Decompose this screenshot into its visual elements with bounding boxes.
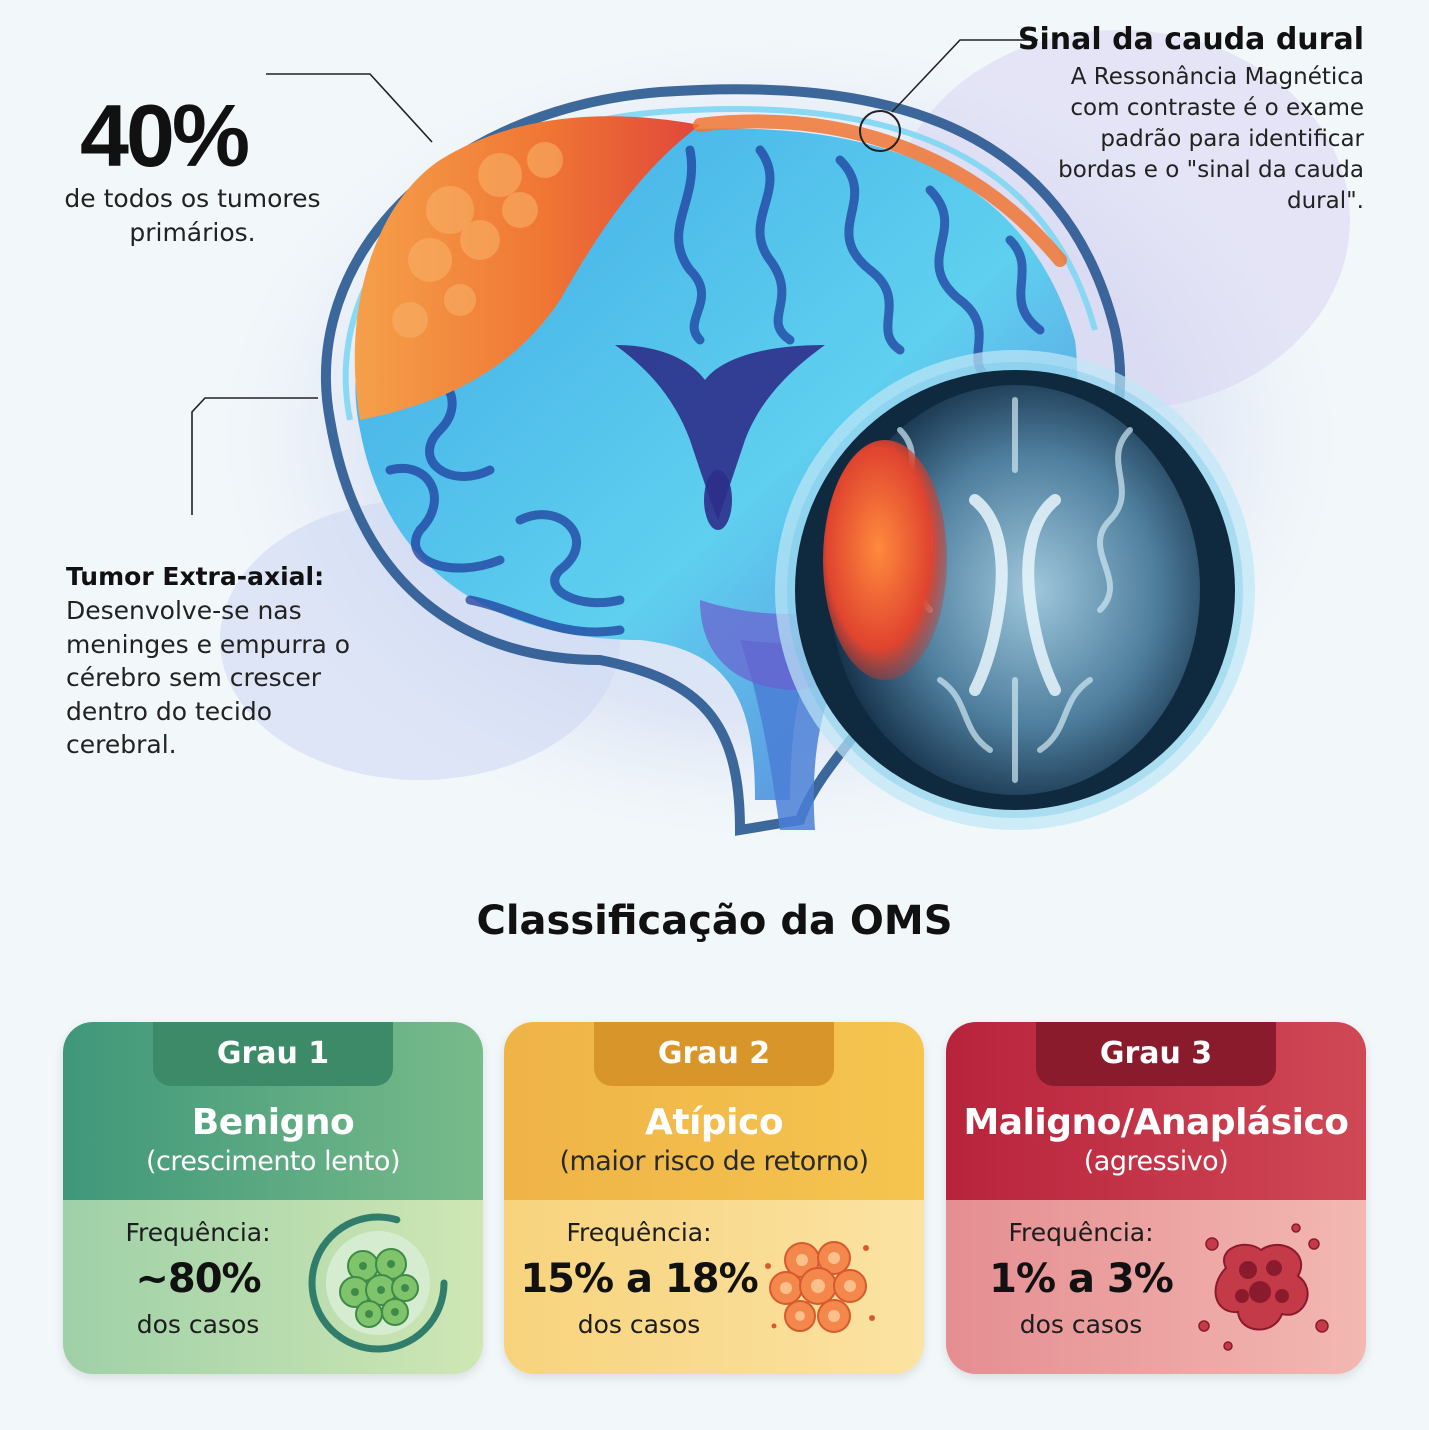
grade-title: Atípico bbox=[644, 1102, 784, 1143]
frequency-value: 15% a 18% bbox=[520, 1256, 758, 1302]
grade-card-3: Grau 3 Maligno/Anaplásico (agressivo) Fr… bbox=[946, 1022, 1366, 1374]
tumor-title: Tumor Extra-axial: bbox=[66, 562, 325, 591]
grade-subtitle: (maior risco de retorno) bbox=[559, 1146, 869, 1177]
section-title: Classificação da OMS bbox=[476, 898, 953, 944]
frequency-unit: dos casos bbox=[1019, 1310, 1143, 1339]
grade-subtitle: (agressivo) bbox=[1083, 1146, 1229, 1177]
grade-card-2: Grau 2 Atípico (maior risco de retorno) … bbox=[504, 1022, 924, 1374]
grade-tab: Grau 3 bbox=[1036, 1022, 1276, 1086]
callout-title: Sinal da cauda dural bbox=[1017, 22, 1364, 57]
frequency-unit: dos casos bbox=[136, 1310, 260, 1339]
grade-tab: Grau 2 bbox=[594, 1022, 834, 1086]
grade-subtitle: (crescimento lento) bbox=[146, 1146, 401, 1177]
frequency-value: 1% a 3% bbox=[989, 1256, 1174, 1302]
frequency-label: Frequência: bbox=[566, 1218, 712, 1247]
frequency-value: ~80% bbox=[135, 1256, 261, 1302]
grade-tab: Grau 1 bbox=[153, 1022, 393, 1086]
frequency-label: Frequência: bbox=[1008, 1218, 1154, 1247]
callout-description: A Ressonância Magnética com contraste é … bbox=[1058, 64, 1364, 214]
frequency-unit: dos casos bbox=[577, 1310, 701, 1339]
grade-card-1: Grau 1 Benigno (crescimento lento) Frequ… bbox=[63, 1022, 483, 1374]
brain-illustration bbox=[191, 30, 1350, 840]
malignant-cells-icon bbox=[1198, 1223, 1329, 1351]
frequency-label: Frequência: bbox=[125, 1218, 271, 1247]
tumor-description: Desenvolve-se nas meninges e empurra o c… bbox=[66, 596, 351, 759]
stat-description: de todos os tumores primários. bbox=[64, 184, 321, 247]
grade-title: Maligno/Anaplásico bbox=[963, 1102, 1349, 1143]
benign-cells-icon bbox=[308, 1213, 448, 1353]
atypical-cells-icon bbox=[765, 1241, 875, 1333]
grade-title: Benigno bbox=[191, 1102, 355, 1143]
stat-percentage: 40% bbox=[80, 86, 250, 185]
